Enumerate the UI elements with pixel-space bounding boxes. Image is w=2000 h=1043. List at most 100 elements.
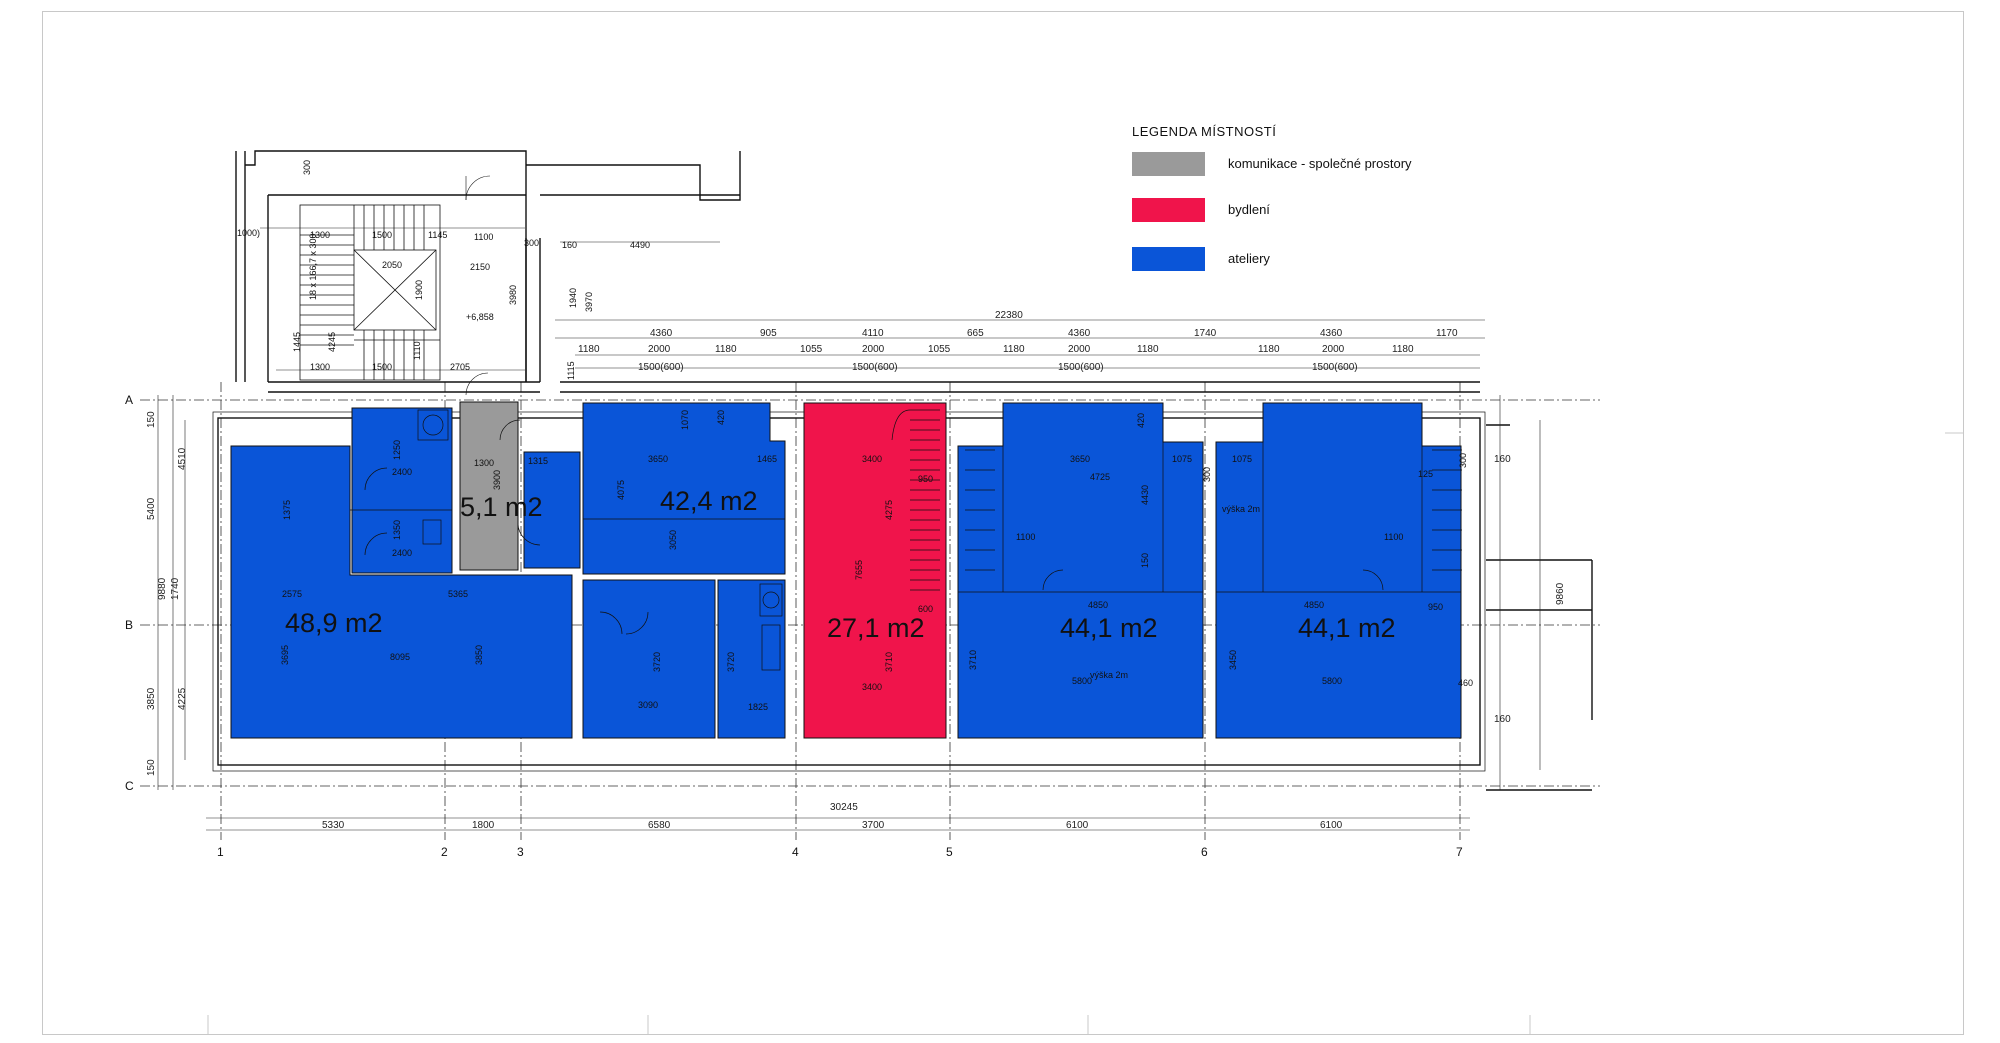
room-dim-note: 3400 — [862, 454, 882, 464]
interior-notes: výška 2m výška 2m 1375 8095 5365 2575 36… — [280, 410, 1473, 712]
room-dim-note: 950 — [918, 474, 933, 484]
room-studio-42-c — [717, 579, 786, 739]
dimension-label: 4360 — [1320, 328, 1343, 339]
dimension-label: 6100 — [1320, 820, 1343, 831]
dimension-label: 1500(600) — [852, 362, 898, 373]
room-dim-note: 3400 — [862, 682, 882, 692]
axis-column-label: 3 — [517, 845, 524, 859]
legend-item-common: komunikace - společné prostory — [1132, 152, 1472, 176]
room-dim-note: 3710 — [968, 650, 978, 670]
room-dim-note: 3720 — [726, 652, 736, 672]
room-studio-48 — [230, 445, 573, 739]
room-dim-note: 2400 — [392, 548, 412, 558]
dimension-label: 1115 — [566, 361, 576, 380]
room-dim-note: 600 — [918, 604, 933, 614]
room-dim-note: 7655 — [854, 560, 864, 580]
axis-column-label: 6 — [1201, 845, 1208, 859]
room-dim-note: 1350 — [392, 520, 402, 540]
staircase — [299, 175, 491, 396]
room-dim-note: 420 — [1136, 413, 1146, 428]
room-dim-note: 3650 — [1070, 454, 1090, 464]
room-dim-note: 3720 — [652, 652, 662, 672]
room-dim-note: 1075 — [1172, 454, 1192, 464]
room-dim-note: 460 — [1458, 678, 1473, 688]
dimension-label: 1500(600) — [1058, 362, 1104, 373]
dimension-label: 5400 — [146, 497, 157, 520]
axis-row-label: A — [125, 393, 133, 407]
left-dimensions: 150 4510 5400 9880 1740 3850 4225 150 — [146, 411, 188, 776]
dimension-label: 1145 — [428, 230, 447, 240]
legend-swatch-living — [1132, 198, 1205, 222]
dimension-label: 1055 — [800, 344, 823, 355]
room-dim-note: 4430 — [1140, 485, 1150, 505]
dimension-label: 1110 — [412, 341, 422, 360]
dimension-label: 2705 — [450, 362, 470, 372]
dimension-label: 9860 — [1555, 582, 1566, 605]
room-dim-note: 1070 — [680, 410, 690, 430]
dimension-label: 4360 — [1068, 328, 1091, 339]
dimension-label: 4510 — [177, 447, 188, 470]
axis-column-label: 5 — [946, 845, 953, 859]
room-dim-note: 4850 — [1304, 600, 1324, 610]
room-area-label: 44,1 m2 — [1060, 613, 1158, 643]
legend-label: komunikace - společné prostory — [1228, 156, 1412, 171]
dimension-label: 150 — [146, 759, 157, 776]
legend: LEGENDA MÍSTNOSTÍ komunikace - společné … — [1132, 118, 1472, 288]
axis-row-label: C — [125, 779, 134, 793]
dimension-label: 905 — [760, 328, 777, 339]
room-dim-note: 3695 — [280, 645, 290, 665]
room-dim-note: 950 — [1428, 602, 1443, 612]
dimension-label: 4360 — [650, 328, 673, 339]
room-dim-note: 4275 — [884, 500, 894, 520]
room-dim-note: 420 — [716, 410, 726, 425]
room-dim-note: 5800 — [1322, 676, 1342, 686]
dimension-label: 160 — [562, 240, 577, 250]
dimension-label: 3980 — [508, 285, 518, 305]
room-dim-note: 2400 — [392, 467, 412, 477]
room-dim-note: 300 — [1458, 453, 1468, 468]
dimension-label: 1500(600) — [1312, 362, 1358, 373]
dimension-label: 1180 — [1137, 344, 1159, 355]
dimension-label: 3970 — [584, 292, 594, 312]
dimension-label: 6580 — [648, 820, 671, 831]
dimension-label: 160 — [1494, 454, 1511, 465]
dimension-label: 1300 — [310, 230, 330, 240]
dimension-label: 5330 — [322, 820, 345, 831]
dimension-label: 1180 — [715, 344, 737, 355]
axis-column-label: 7 — [1456, 845, 1463, 859]
room-dim-note: 1300 — [474, 458, 494, 468]
dimension-total: 22380 — [995, 310, 1023, 321]
stair-dimensions: 300 1000) 1300 1500 1145 1100 300 160 44… — [237, 160, 650, 380]
room-common-5 — [459, 401, 519, 571]
room-dim-note: 3900 — [492, 470, 502, 490]
room-dim-note: 3050 — [668, 530, 678, 550]
legend-item-living: bydlení — [1132, 198, 1472, 222]
room-dim-note: 3090 — [638, 700, 658, 710]
room-dim-note: 1100 — [1016, 532, 1035, 542]
dimension-label: 1180 — [578, 344, 600, 355]
dimension-label: 2150 — [470, 262, 490, 272]
room-area-labels: 48,9 m2 5,1 m2 42,4 m2 27,1 m2 44,1 m2 4… — [285, 486, 1396, 643]
room-living-27 — [803, 402, 947, 739]
dimension-total: 30245 — [830, 802, 858, 813]
dimension-label: 1180 — [1392, 344, 1414, 355]
room-dim-note: 1315 — [528, 456, 548, 466]
axis-row-label: B — [125, 618, 133, 632]
room-dim-note: 4725 — [1090, 472, 1110, 482]
room-area-label: 48,9 m2 — [285, 608, 383, 638]
room-dim-note: 4075 — [616, 480, 626, 500]
dimension-label: 1500 — [372, 362, 392, 372]
dimension-label: 9880 — [157, 577, 168, 600]
axis-labels: 1 2 3 4 5 6 7 A B C — [125, 393, 1463, 859]
room-area-label: 42,4 m2 — [660, 486, 758, 516]
rooms — [230, 401, 1462, 739]
interior-lines — [350, 409, 1462, 671]
room-dim-note: 1075 — [1232, 454, 1252, 464]
legend-swatch-common — [1132, 152, 1205, 176]
dimension-label: 1180 — [1258, 344, 1280, 355]
dimension-label: 1170 — [1436, 328, 1458, 339]
dimension-label: 1300 — [310, 362, 330, 372]
dimension-label: 3700 — [862, 820, 885, 831]
dimension-label: 300 — [302, 160, 312, 175]
bottom-dimensions: 5330 1800 6580 3700 6100 6100 30245 — [322, 802, 1343, 831]
